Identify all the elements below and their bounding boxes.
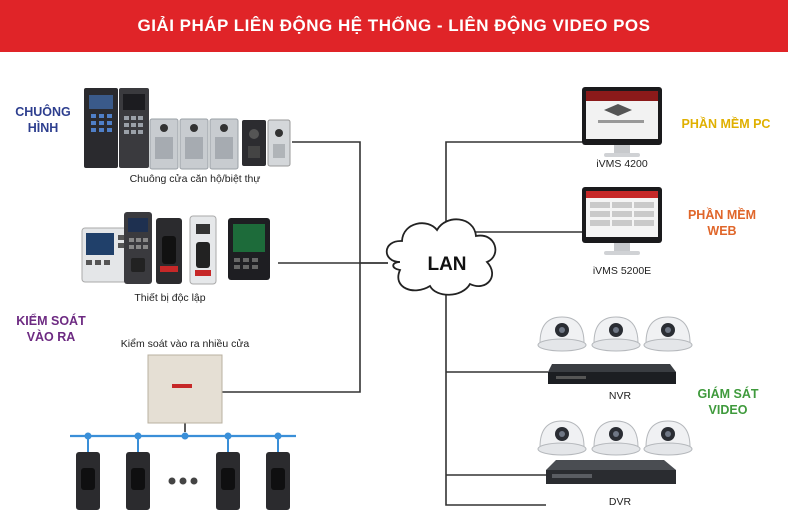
multi-door-caption: Kiểm soát vào ra nhiều cửa: [120, 338, 250, 350]
standalone-caption: Thiết bị độc lập: [134, 292, 206, 304]
lan-cloud: [385, 218, 497, 296]
left-trunk-line: [221, 141, 361, 393]
door-station-6: [242, 120, 266, 166]
lan-label: LAN: [427, 254, 467, 275]
door-station-7: [267, 119, 291, 167]
video-category-label: GIÁM SÁT VIDEO: [697, 387, 759, 417]
dvr-caption: DVR: [608, 496, 632, 508]
web-software-label: PHẦN MỀM WEB: [687, 208, 757, 238]
ivms5200e-caption: iVMS 5200E: [592, 265, 652, 277]
doorbell-devices: [84, 88, 291, 170]
nvr-device: [548, 364, 676, 384]
card-readers: [76, 452, 290, 510]
access-category-label: KIỂM SOÁT VÀO RA: [16, 314, 86, 344]
ellipsis-dots: [168, 477, 198, 485]
connection-lines: [184, 141, 582, 506]
controller-box: [147, 354, 223, 424]
reader-bus: [70, 432, 296, 510]
dvr-device: [546, 460, 676, 484]
ivms4200-caption: iVMS 4200: [596, 158, 648, 170]
header-banner: GIẢI PHÁP LIÊN ĐỘNG HỆ THỐNG - LIÊN ĐỘNG…: [0, 0, 788, 52]
dome-cameras-nvr: [537, 316, 693, 352]
monitor-ivms4200: [582, 87, 662, 157]
nvr-caption: NVR: [608, 390, 632, 402]
dome-cameras-dvr: [537, 420, 693, 456]
doorbell-category-label: CHUÔNG HÌNH: [15, 105, 71, 135]
standalone-devices: [81, 212, 270, 285]
monitor-ivms5200e: [582, 187, 662, 255]
pc-software-label: PHẦN MỀM PC: [681, 117, 771, 131]
multi-door-controller: [147, 354, 223, 424]
doorbell-caption: Chuông cửa căn hộ/biệt thự: [129, 173, 261, 185]
page-title: GIẢI PHÁP LIÊN ĐỘNG HỆ THỐNG - LIÊN ĐỘNG…: [137, 16, 651, 35]
right-trunk-line: [445, 141, 582, 506]
